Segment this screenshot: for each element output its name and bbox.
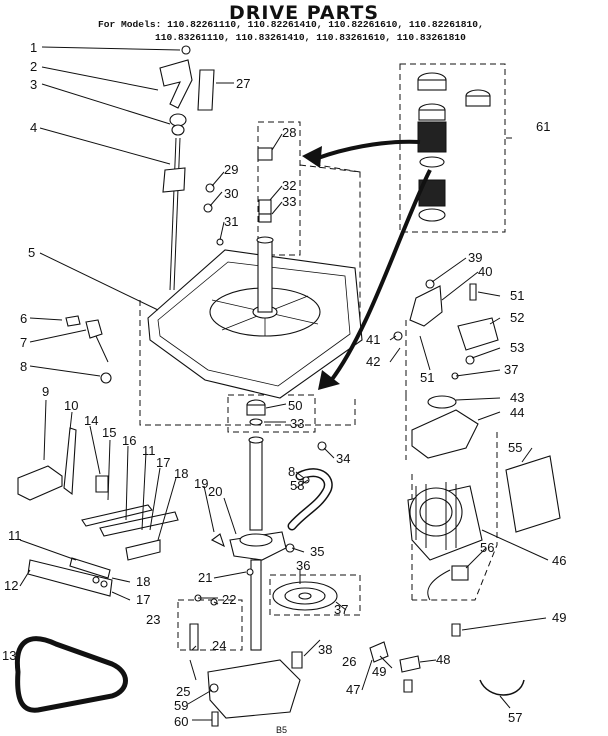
callout-4: 4 xyxy=(30,120,37,135)
callout-61: 61 xyxy=(536,119,550,134)
callout-14: 14 xyxy=(84,413,98,428)
models-line-2: 110.83261110, 110.83261410, 110.83261610… xyxy=(155,32,466,43)
callout-8: 8 xyxy=(20,359,27,374)
diagram-title: DRIVE PARTS xyxy=(228,2,380,24)
callout-59: 59 xyxy=(174,698,188,713)
callout-11b: 11 xyxy=(142,443,156,458)
callout-21: 21 xyxy=(198,570,212,585)
models-line-1: For Models: 110.82261110, 110.82261410, … xyxy=(98,19,484,30)
callout-10: 10 xyxy=(64,398,78,413)
callout-16: 16 xyxy=(122,433,136,448)
callout-11a: 11 xyxy=(8,528,22,543)
callout-33b: 33 xyxy=(290,416,304,431)
callout-52: 52 xyxy=(510,310,524,325)
callout-46: 46 xyxy=(552,553,566,568)
callout-58: 58 xyxy=(290,478,304,493)
callout-30: 30 xyxy=(224,186,238,201)
callout-49b: 49 xyxy=(372,664,386,679)
callout-22: 22 xyxy=(222,592,236,607)
agitator-bracket xyxy=(159,45,215,291)
transmission-assembly xyxy=(189,399,338,727)
callout-40: 40 xyxy=(478,264,492,279)
callout-43: 43 xyxy=(510,390,524,405)
callout-26: 26 xyxy=(342,654,356,669)
callout-48: 48 xyxy=(436,652,450,667)
callout-20: 20 xyxy=(208,484,222,499)
callout-51b: 51 xyxy=(420,370,434,385)
callout-44: 44 xyxy=(510,405,524,420)
callout-42: 42 xyxy=(366,354,380,369)
callout-35: 35 xyxy=(310,544,324,559)
callout-13: 13 xyxy=(2,648,16,663)
callout-55: 55 xyxy=(508,440,522,455)
callout-2: 2 xyxy=(30,59,37,74)
callout-37a: 37 xyxy=(334,602,348,617)
callout-33a: 33 xyxy=(282,194,296,209)
callout-32: 32 xyxy=(282,178,296,193)
drive-belt xyxy=(14,636,128,713)
callout-6: 6 xyxy=(20,311,27,326)
callout-34: 34 xyxy=(336,451,350,466)
callout-31: 31 xyxy=(224,214,238,229)
callout-57: 57 xyxy=(508,710,522,725)
callout-56: 56 xyxy=(480,540,494,555)
callout-39: 39 xyxy=(468,250,482,265)
callout-19: 19 xyxy=(194,476,208,491)
callout-37b: 37 xyxy=(504,362,518,377)
callout-27: 27 xyxy=(236,76,250,91)
callout-36: 36 xyxy=(296,558,310,573)
callout-50: 50 xyxy=(288,398,302,413)
callout-17a: 17 xyxy=(156,455,170,470)
callout-18a: 18 xyxy=(174,466,188,481)
assembly-arrows xyxy=(302,139,432,390)
callout-labels: 1 2 3 4 5 6 7 8 9 10 11 11 12 13 14 15 1… xyxy=(2,40,566,735)
callout-53: 53 xyxy=(510,340,524,355)
callout-28: 28 xyxy=(282,125,296,140)
callout-7: 7 xyxy=(20,335,27,350)
callout-15: 15 xyxy=(102,425,116,440)
callout-12: 12 xyxy=(4,578,18,593)
motor-assembly xyxy=(369,279,561,696)
callout-1: 1 xyxy=(30,40,37,55)
callout-23: 23 xyxy=(146,612,160,627)
callout-9: 9 xyxy=(42,384,49,399)
callout-38: 38 xyxy=(318,642,332,657)
bearing-kit xyxy=(417,72,491,222)
base-plate xyxy=(147,147,363,399)
callout-3: 3 xyxy=(30,77,37,92)
callout-8b: 8 xyxy=(288,464,295,479)
callout-60: 60 xyxy=(174,714,188,729)
callout-25: 25 xyxy=(176,684,190,699)
page-code: B5 xyxy=(276,725,287,735)
callout-29: 29 xyxy=(224,162,238,177)
leader-lines xyxy=(19,46,549,721)
callout-18b: 18 xyxy=(136,574,150,589)
callout-41: 41 xyxy=(366,332,380,347)
callout-17b: 17 xyxy=(136,592,150,607)
callout-49a: 49 xyxy=(552,610,566,625)
callout-47: 47 xyxy=(346,682,360,697)
callout-51a: 51 xyxy=(510,288,524,303)
callout-5: 5 xyxy=(28,245,35,260)
drain-hose xyxy=(287,441,333,531)
callout-24: 24 xyxy=(212,638,226,653)
